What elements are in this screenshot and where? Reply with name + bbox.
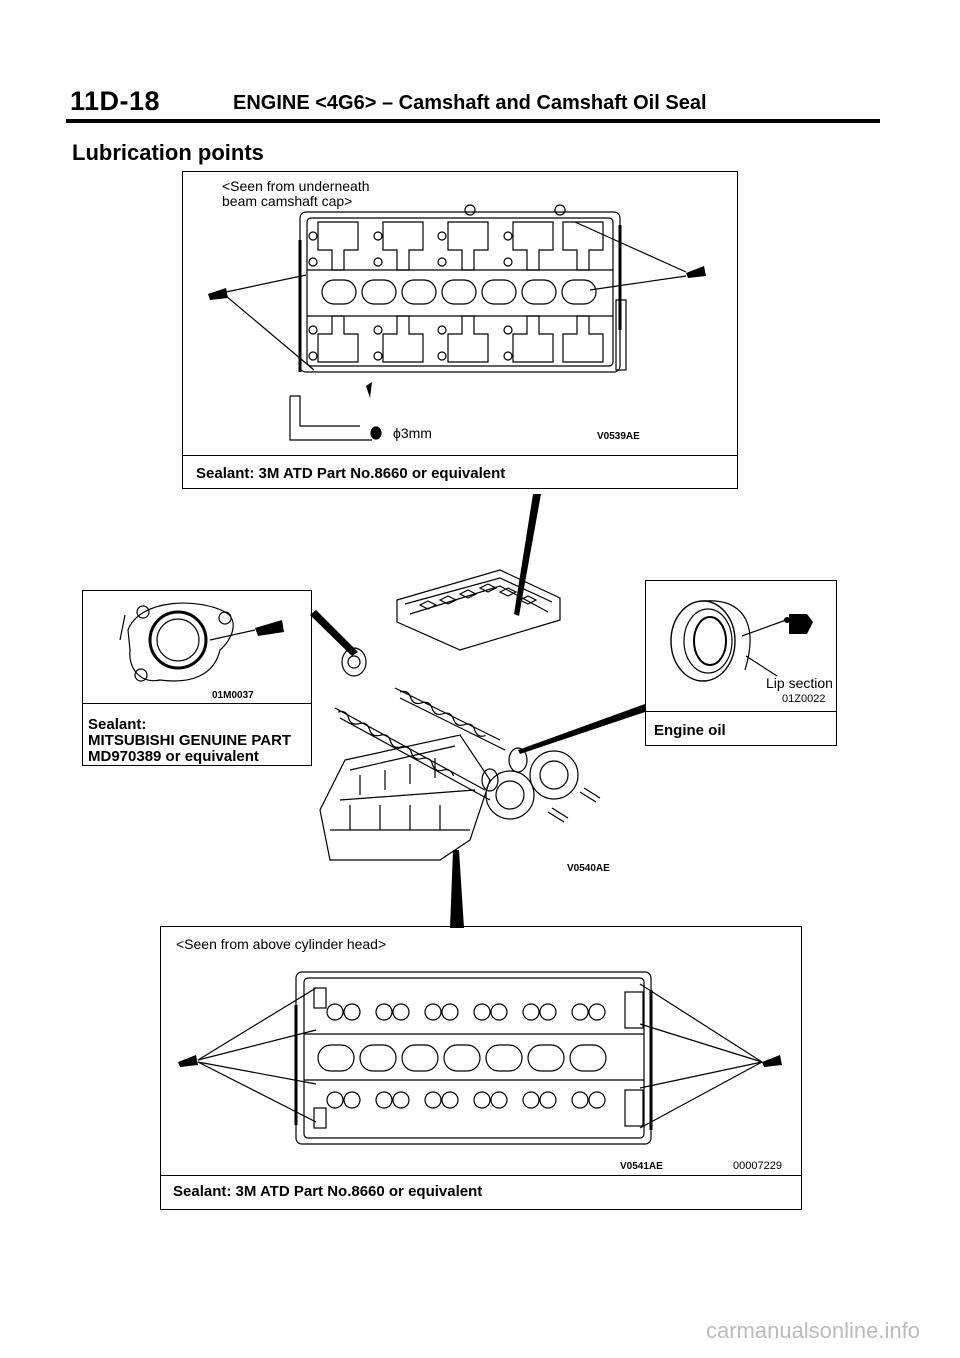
right-connector-arrow bbox=[518, 704, 645, 754]
bottom-panel bbox=[160, 926, 802, 1210]
left-panel-ref-code: 01M0037 bbox=[212, 690, 254, 701]
top-panel-caption-line1: <Seen from underneath bbox=[222, 178, 370, 194]
right-panel-oil-note: Engine oil bbox=[654, 722, 726, 739]
watermark: carmanualsonline.info bbox=[705, 1318, 920, 1343]
left-panel-note-line1: Sealant: bbox=[88, 716, 147, 733]
top-panel-arrows bbox=[208, 221, 706, 398]
bottom-panel-arrows bbox=[178, 983, 782, 1129]
right-panel bbox=[645, 580, 837, 746]
bottom-panel-sealant-note: Sealant: 3M ATD Part No.8660 or equivale… bbox=[173, 1183, 483, 1200]
left-panel-note-line3: MD970389 or equivalent bbox=[88, 748, 259, 765]
top-panel-sealant-note: Sealant: 3M ATD Part No.8660 or equivale… bbox=[196, 465, 506, 482]
bottom-connector-arrow bbox=[450, 850, 464, 928]
top-panel bbox=[182, 171, 738, 489]
bead-size-label: ϕ3mm bbox=[393, 425, 432, 441]
top-connector-arrow bbox=[514, 494, 541, 616]
subheading: Lubrication points bbox=[72, 140, 264, 165]
left-panel bbox=[82, 590, 312, 766]
bottom-panel-caption: <Seen from above cylinder head> bbox=[176, 936, 387, 952]
cylinder-head-drawing bbox=[294, 971, 653, 1145]
exploded-assembly-drawing bbox=[319, 569, 601, 861]
center-assembly-ref-code: V0540AE bbox=[567, 863, 610, 874]
oil-seal-case-drawing bbox=[119, 602, 284, 682]
left-connector-arrow bbox=[310, 610, 358, 656]
top-panel-ref-code: V0539AE bbox=[597, 431, 640, 442]
page-title: ENGINE <4G6> – Camshaft and Camshaft Oil… bbox=[233, 92, 707, 114]
header-rule bbox=[66, 119, 880, 123]
oil-seal-drawing bbox=[670, 600, 813, 682]
bead-profile-drawing bbox=[289, 395, 382, 441]
lip-section-label: Lip section bbox=[766, 675, 833, 691]
camshaft-cap-drawing bbox=[298, 204, 627, 373]
right-panel-ref-code: 01Z0022 bbox=[782, 693, 826, 705]
bottom-panel-ref-code2: 00007229 bbox=[733, 1160, 782, 1172]
section-code: 11D-18 bbox=[70, 86, 161, 116]
bottom-panel-ref-code: V0541AE bbox=[620, 1161, 663, 1172]
top-panel-caption-line2: beam camshaft cap> bbox=[222, 193, 353, 209]
left-panel-note-line2: MITSUBISHI GENUINE PART bbox=[88, 732, 292, 749]
